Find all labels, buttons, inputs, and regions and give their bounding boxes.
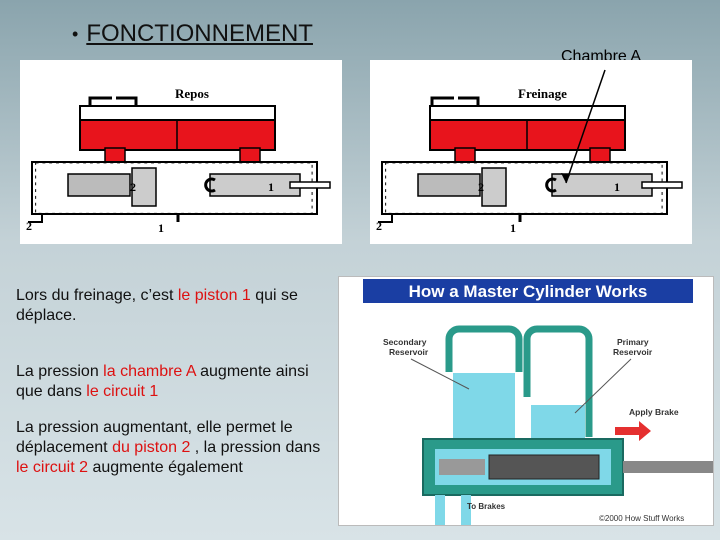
push-rod (623, 461, 713, 473)
circuit-1-label: 1 (510, 221, 516, 235)
copyright-label: ©2000 How Stuff Works (599, 514, 684, 523)
repos-diagram: Repos 2 1 2 1 (20, 60, 342, 244)
apply-brake-label: Apply Brake (629, 407, 679, 417)
master-cylinder-illustration: How a Master Cylinder Works Secondary Re… (338, 276, 714, 526)
paragraph-1: Lors du freinage, c’est le piston 1 qui … (16, 287, 298, 324)
header-title: How a Master Cylinder Works (409, 282, 648, 301)
title-text: FONCTIONNEMENT (86, 20, 313, 47)
secondary-fluid (453, 373, 515, 439)
piston-2-number: 2 (130, 180, 136, 194)
piston-1-number: 1 (614, 180, 620, 194)
apply-brake-arrow (615, 421, 651, 441)
circuit-1-label: 1 (158, 221, 164, 235)
piston-2-number: 2 (478, 180, 484, 194)
secondary-reservoir-label: Secondary (383, 337, 427, 347)
paragraph-2: La pression la chambre A augmente ainsi … (16, 363, 309, 400)
reservoir-cap-shape (88, 96, 138, 108)
to-brakes-label: To Brakes (467, 502, 506, 511)
primary-fluid (531, 405, 585, 439)
secondary-reservoir-label-2: Reservoir (389, 347, 429, 357)
primary-reservoir-label-2: Reservoir (613, 347, 653, 357)
circuit-2-label: 2 (376, 219, 382, 233)
circuit-2-label: 2 (26, 219, 32, 233)
piston-2 (67, 173, 131, 197)
header-banner (363, 279, 693, 303)
freinage-label: Freinage (518, 86, 567, 101)
repos-label: Repos (175, 86, 209, 101)
title-bullet: • (72, 23, 79, 44)
freinage-diagram: Freinage 2 1 2 1 (370, 60, 692, 244)
paragraph-3: La pression augmentant, elle permet le d… (16, 419, 321, 476)
piston-1-number: 1 (268, 180, 274, 194)
primary-reservoir-label: Primary (617, 337, 649, 347)
slide-title: • FONCTIONNEMENT (72, 20, 313, 48)
